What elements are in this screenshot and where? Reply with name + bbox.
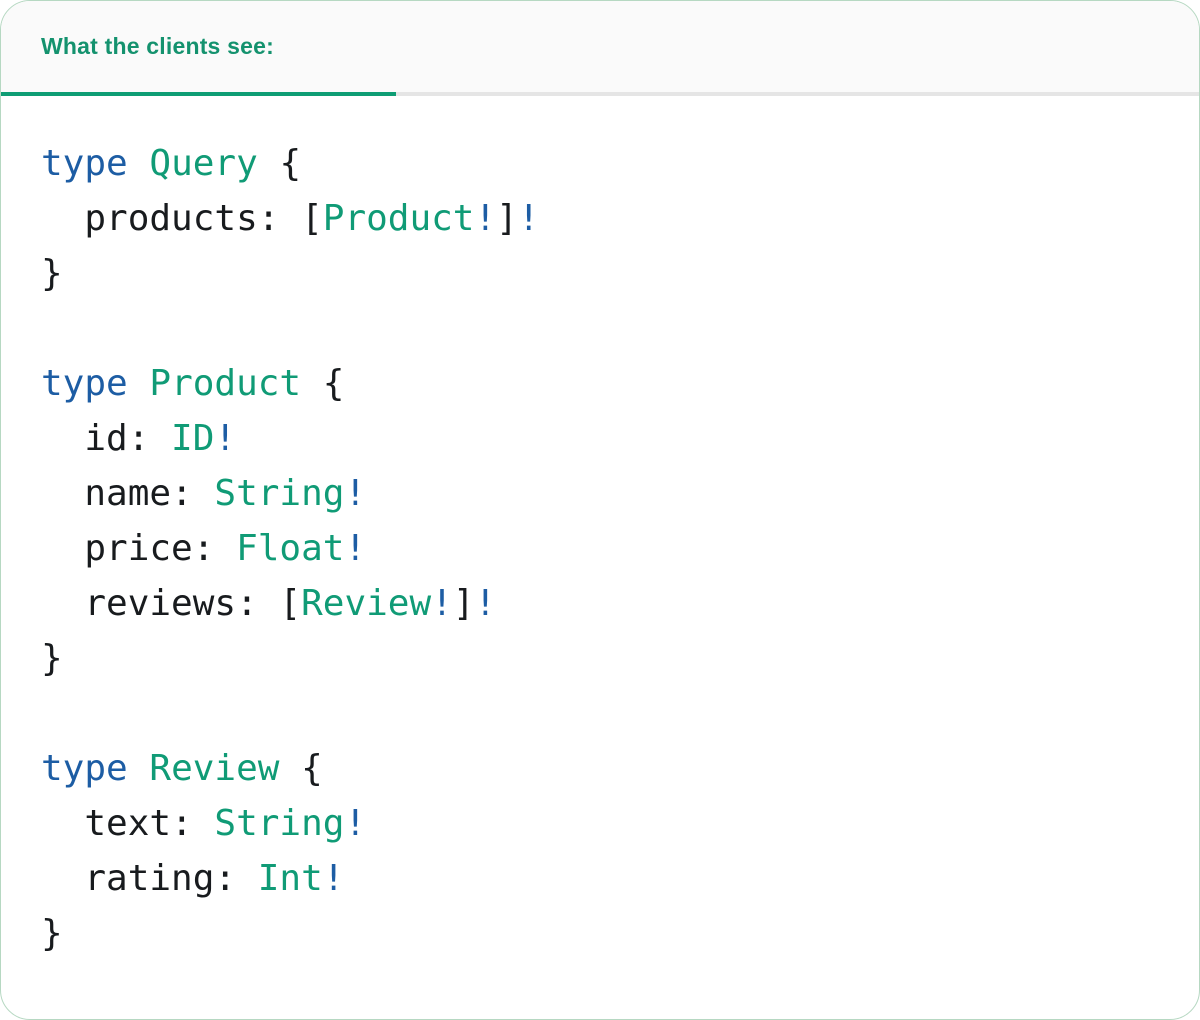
code-token: !: [517, 198, 540, 239]
code-token: }: [41, 638, 63, 679]
code-line: [41, 686, 1179, 741]
code-token: Int: [257, 858, 323, 899]
code-token: !: [344, 803, 367, 844]
code-token: String: [214, 473, 345, 514]
code-line: rating: Int!: [41, 851, 1179, 906]
code-block: type Query { products: [Product!]!} type…: [1, 96, 1199, 961]
code-line: price: Float!: [41, 521, 1179, 576]
code-token: [128, 363, 150, 404]
code-token: !: [344, 528, 367, 569]
code-token: ]: [496, 198, 518, 239]
code-token: reviews: [: [41, 583, 302, 624]
code-line: [41, 301, 1179, 356]
code-line: type Review {: [41, 741, 1179, 796]
code-token: products: [: [41, 198, 323, 239]
code-token: Query: [149, 143, 258, 184]
code-token: rating:: [41, 858, 258, 899]
code-token: type: [41, 363, 128, 404]
code-token: ]: [452, 583, 475, 624]
code-token: !: [431, 583, 453, 624]
code-line: }: [41, 631, 1179, 686]
code-token: {: [279, 748, 323, 789]
code-token: String: [214, 803, 345, 844]
code-line: name: String!: [41, 466, 1179, 521]
code-token: }: [41, 913, 63, 954]
code-token: type: [41, 748, 128, 789]
code-token: !: [214, 418, 237, 459]
code-token: Review: [301, 583, 432, 624]
code-token: [128, 748, 150, 789]
code-line: id: ID!: [41, 411, 1179, 466]
code-token: Review: [149, 748, 280, 789]
code-token: !: [344, 473, 367, 514]
code-token: }: [41, 253, 63, 294]
code-line: text: String!: [41, 796, 1179, 851]
code-token: type: [41, 143, 128, 184]
code-line: }: [41, 246, 1179, 301]
code-line: type Product {: [41, 356, 1179, 411]
code-token: Float: [236, 528, 345, 569]
code-token: !: [474, 583, 497, 624]
code-token: id:: [41, 418, 172, 459]
card-header: What the clients see:: [1, 1, 1199, 96]
code-token: price:: [41, 528, 237, 569]
code-token: {: [301, 363, 345, 404]
code-line: reviews: [Review!]!: [41, 576, 1179, 631]
code-token: !: [474, 198, 497, 239]
tab-underline: [1, 92, 396, 96]
code-line: }: [41, 906, 1179, 961]
code-token: text:: [41, 803, 215, 844]
code-token: name:: [41, 473, 215, 514]
code-token: ID: [171, 418, 215, 459]
card-title: What the clients see:: [41, 33, 274, 59]
code-token: [128, 143, 150, 184]
code-token: Product: [322, 198, 475, 239]
code-token: !: [322, 858, 345, 899]
code-line: type Query {: [41, 136, 1179, 191]
code-line: products: [Product!]!: [41, 191, 1179, 246]
code-token: {: [257, 143, 302, 184]
code-token: Product: [149, 363, 302, 404]
